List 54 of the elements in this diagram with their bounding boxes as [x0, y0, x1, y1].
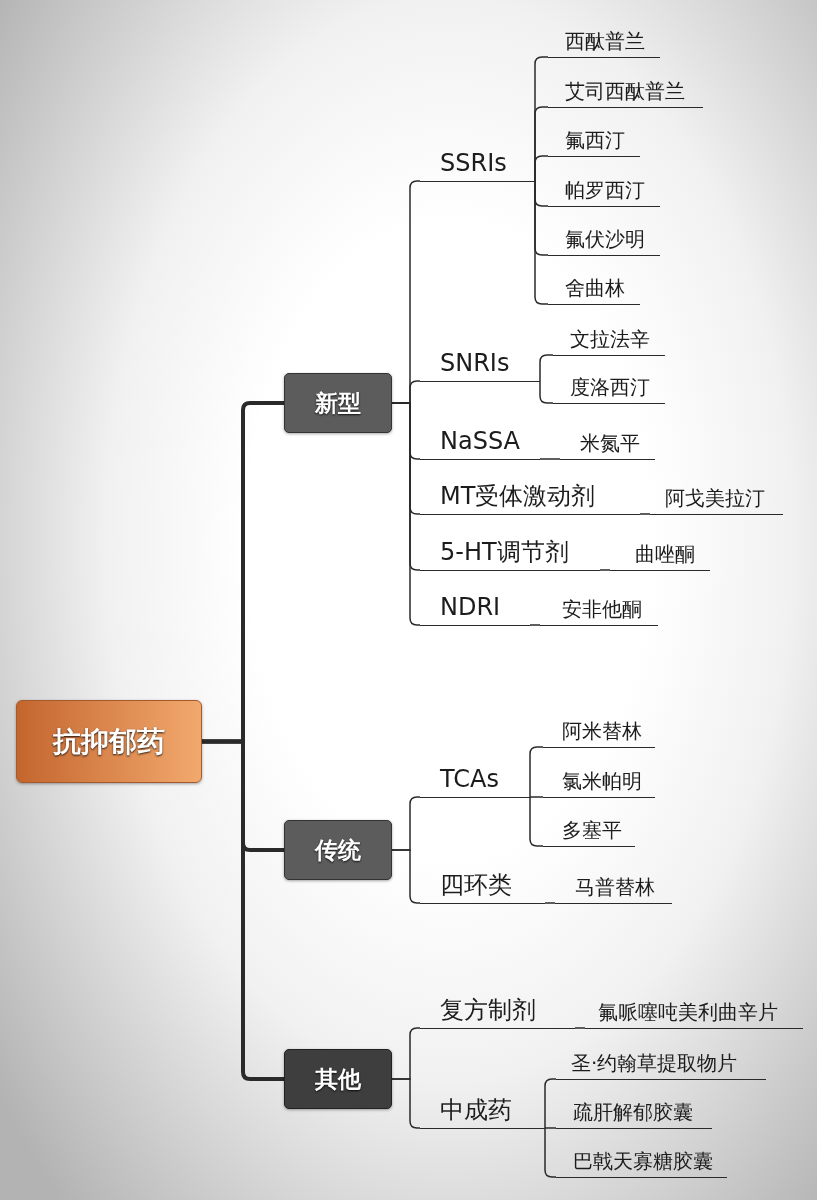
drug-label: 氟哌噻吨美利曲辛片	[585, 997, 803, 1029]
category-label: 传统	[315, 838, 361, 862]
connector-line	[544, 902, 556, 904]
subtopic-label: MT受体激动剂	[420, 479, 640, 515]
drug-label: 氟西汀	[548, 125, 640, 157]
drug-label: 度洛西汀	[553, 372, 665, 404]
connector-line	[391, 1078, 421, 1129]
drug-label: 文拉法辛	[553, 324, 665, 356]
connector-line	[391, 849, 421, 904]
connector-line	[202, 739, 284, 1081]
drug-label: 曲唑酮	[610, 539, 710, 571]
drug-label: 帕罗西汀	[548, 175, 660, 207]
connector-line	[539, 380, 554, 404]
drug-label: 氟伏沙明	[548, 224, 660, 256]
drug-label: 疏肝解郁胶囊	[556, 1097, 712, 1129]
subtopic-label: NDRI	[420, 590, 530, 626]
drug-label: 马普替林	[555, 872, 672, 904]
connector-line	[599, 569, 611, 571]
connector-line	[534, 155, 549, 182]
connector-line	[544, 1078, 557, 1129]
connector-line	[544, 1127, 557, 1129]
subtopic-label: 四环类	[420, 868, 545, 904]
category-box	[284, 1049, 392, 1109]
drug-label: 阿戈美拉汀	[650, 483, 783, 515]
drug-label: 氯米帕明	[543, 766, 655, 798]
drug-label: 安非他酮	[540, 594, 658, 626]
category-box	[284, 820, 392, 880]
connector-line	[529, 624, 541, 626]
category-label: 其他	[315, 1067, 361, 1091]
drug-label: 阿米替林	[543, 716, 655, 748]
root-topic-label: 抗抑郁药	[53, 727, 165, 756]
drug-label: 艾司西酞普兰	[548, 76, 703, 108]
subtopic-label: SSRIs	[420, 146, 535, 182]
subtopic-label: TCAs	[420, 762, 530, 798]
drug-label: 米氮平	[560, 428, 655, 460]
drug-label: 圣·约翰草提取物片	[556, 1048, 766, 1080]
subtopic-label: 5-HT调节剂	[420, 535, 600, 571]
connector-line	[639, 513, 651, 515]
category-box	[284, 373, 392, 433]
connector-line	[539, 458, 561, 460]
connector-line	[574, 1027, 586, 1029]
category-label: 新型	[315, 391, 361, 415]
drug-label: 西酞普兰	[548, 26, 660, 58]
subtopic-label: 中成药	[420, 1093, 545, 1129]
connector-line	[529, 796, 544, 798]
subtopic-label: SNRIs	[420, 346, 540, 382]
drug-label: 多塞平	[543, 815, 635, 847]
subtopic-label: 复方制剂	[420, 993, 575, 1029]
drug-label: 舍曲林	[548, 273, 640, 305]
subtopic-label: NaSSA	[420, 424, 540, 460]
drug-label: 巴戟天寡糖胶囊	[556, 1146, 727, 1178]
connector-line	[544, 1127, 557, 1178]
root-topic-box	[16, 700, 202, 783]
connector-line	[391, 402, 421, 626]
